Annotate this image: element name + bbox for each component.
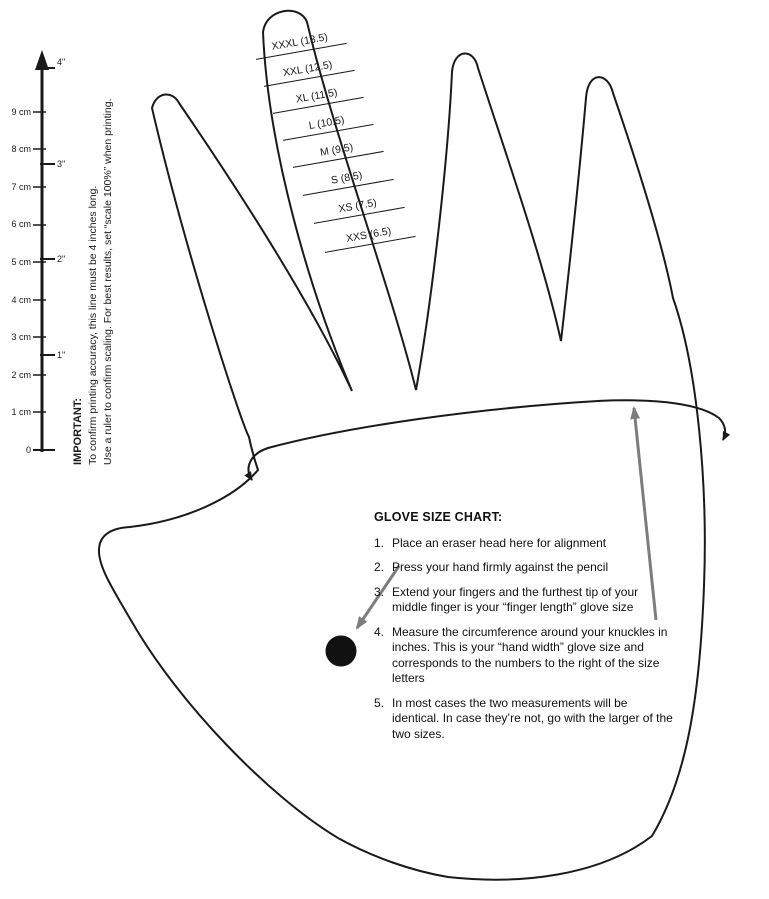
- note-line: To confirm printing accuracy, this line …: [87, 185, 99, 465]
- instructions-panel: GLOVE SIZE CHART: 1. Place an eraser hea…: [374, 510, 674, 751]
- ruler-inch-label: 3": [57, 159, 66, 169]
- instruction-item: 1. Place an eraser head here for alignme…: [374, 536, 674, 552]
- ruler-cm-label: 8 cm: [11, 144, 31, 154]
- instruction-number: 2.: [374, 560, 385, 574]
- ruler-inch-label: 4": [57, 57, 66, 67]
- knuckle-measurement-line: [244, 399, 731, 481]
- ruler-cm-label: 5 cm: [11, 257, 31, 267]
- ruler-arrow-up-icon: [35, 50, 49, 70]
- ruler-cm-label: 6 cm: [11, 219, 31, 229]
- ruler-inch-label: 2": [57, 254, 66, 264]
- instruction-item: 4. Measure the circumference around your…: [374, 625, 674, 687]
- arrow-to-knuckle-line-icon: [630, 406, 658, 621]
- calibration-ruler: [33, 50, 55, 452]
- note-title: IMPORTANT:: [72, 397, 84, 465]
- instruction-text: Extend your fingers and the furthest tip…: [392, 584, 639, 615]
- ruler-cm-label: 9 cm: [11, 107, 31, 117]
- ruler-cm-label: 3 cm: [11, 332, 31, 342]
- instruction-item: 2. Press your hand firmly against the pe…: [374, 560, 674, 576]
- instruction-number: 4.: [374, 624, 385, 639]
- ruler-cm-label: 1 cm: [11, 407, 31, 417]
- instruction-item: 5. In most cases the two measurements wi…: [374, 696, 674, 743]
- ruler-zero-label: 0: [25, 445, 31, 455]
- arrow-to-alignment-dot-icon: [355, 565, 401, 630]
- ruler-cm-ticks: [33, 111, 46, 413]
- ruler-inch-ticks: [33, 67, 55, 451]
- ruler-cm-label: 7 cm: [11, 182, 31, 192]
- instruction-item: 3. Extend your fingers and the furthest …: [374, 585, 674, 616]
- instruction-number: 5.: [374, 695, 385, 710]
- ruler-inch-label: 1": [57, 350, 66, 360]
- ruler-cm-label: 2 cm: [11, 370, 31, 380]
- instruction-text: Press your hand firmly against the penci…: [392, 560, 609, 574]
- ruler-cm-label: 4 cm: [11, 295, 31, 305]
- note-line: Use a ruler to confirm scaling. For best…: [102, 98, 114, 466]
- instruction-text: Measure the circumference around your kn…: [392, 624, 668, 686]
- alignment-dot: [325, 635, 357, 667]
- chart-heading: GLOVE SIZE CHART:: [374, 510, 503, 524]
- print-accuracy-note: IMPORTANT: To confirm printing accuracy,…: [70, 45, 116, 466]
- instruction-text: In most cases the two measurements will …: [392, 695, 673, 741]
- instruction-number: 1.: [374, 535, 385, 550]
- instruction-text: Place an eraser head here for alignment: [392, 535, 607, 550]
- instruction-number: 3.: [374, 584, 385, 599]
